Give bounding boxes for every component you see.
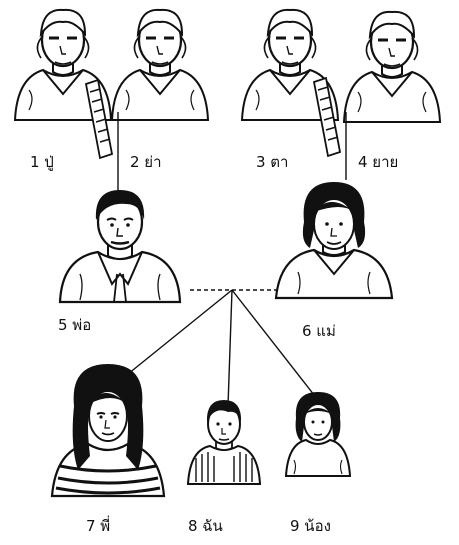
label-mother: 6 แม่ (302, 322, 336, 340)
self-portrait (187, 399, 261, 485)
label-self: 8 ฉัน (188, 517, 223, 535)
mother-portrait (274, 180, 394, 300)
father-portrait (58, 188, 182, 304)
label-younger-sibling: 9 น้อง (290, 517, 331, 535)
label-grandfather-maternal: 3 ตา (256, 153, 289, 171)
label-father: 5 พ่อ (58, 316, 92, 334)
grandmother-maternal-portrait (342, 10, 442, 124)
elder-sibling-portrait (50, 362, 166, 498)
label-grandmother-paternal: 2 ย่า (130, 153, 162, 171)
label-grandmother-maternal: 4 ยาย (358, 153, 399, 171)
label-elder-sibling: 7 พี่ (86, 517, 111, 535)
grandmother-paternal-portrait (110, 8, 210, 122)
younger-sibling-portrait (285, 391, 351, 477)
label-grandfather-paternal: 1 ปู่ (30, 153, 54, 171)
